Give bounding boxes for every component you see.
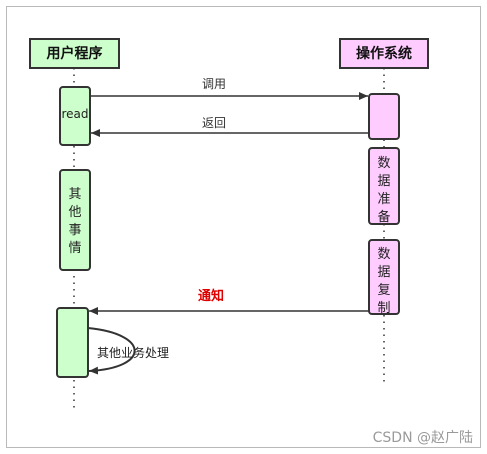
user-participant-label: 用户程序 [47, 45, 103, 62]
data-copy-char-1: 数 [377, 247, 390, 262]
call-label: 调用 [202, 77, 226, 91]
data-prepare-char-3: 准 [377, 192, 390, 207]
data-prepare-char-1: 数 [377, 156, 390, 171]
other-things-char-1: 其 [68, 187, 81, 202]
data-copy-char-3: 复 [377, 283, 390, 298]
data-prepare-char-2: 据 [377, 174, 390, 189]
user-participant-box [29, 38, 120, 69]
other-things-char-3: 事 [68, 223, 81, 238]
return-label: 返回 [202, 116, 226, 130]
os-participant-box [339, 38, 429, 69]
other-things-char-4: 情 [68, 241, 81, 256]
data-copy-char-4: 制 [377, 301, 390, 316]
data-prepare-activation [368, 147, 400, 225]
other-things-activation [59, 169, 91, 271]
self-call-label: 其他业务处理 [97, 345, 169, 360]
self-call-arrow [87, 327, 136, 375]
os-call-activation [368, 93, 400, 140]
notify-activation [56, 307, 89, 378]
other-things-char-2: 他 [68, 205, 81, 220]
read-label: read [61, 107, 88, 121]
watermark: CSDN @赵广陆 [373, 430, 473, 446]
notify-label: 通知 [198, 288, 224, 304]
data-copy-char-2: 据 [377, 265, 390, 280]
read-activation [59, 86, 91, 146]
data-prepare-char-4: 备 [377, 209, 390, 225]
os-participant-label: 操作系统 [356, 45, 412, 62]
data-copy-activation [368, 239, 400, 315]
